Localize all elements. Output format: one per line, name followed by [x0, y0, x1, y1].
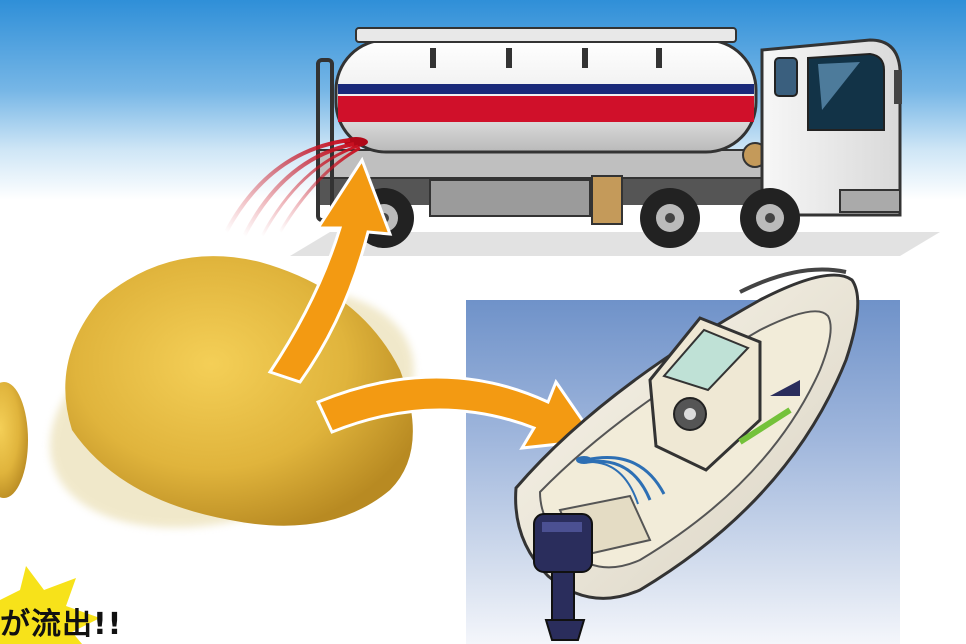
- tanker-truck-icon: [290, 28, 940, 256]
- leak-label: が流出!!: [0, 606, 122, 644]
